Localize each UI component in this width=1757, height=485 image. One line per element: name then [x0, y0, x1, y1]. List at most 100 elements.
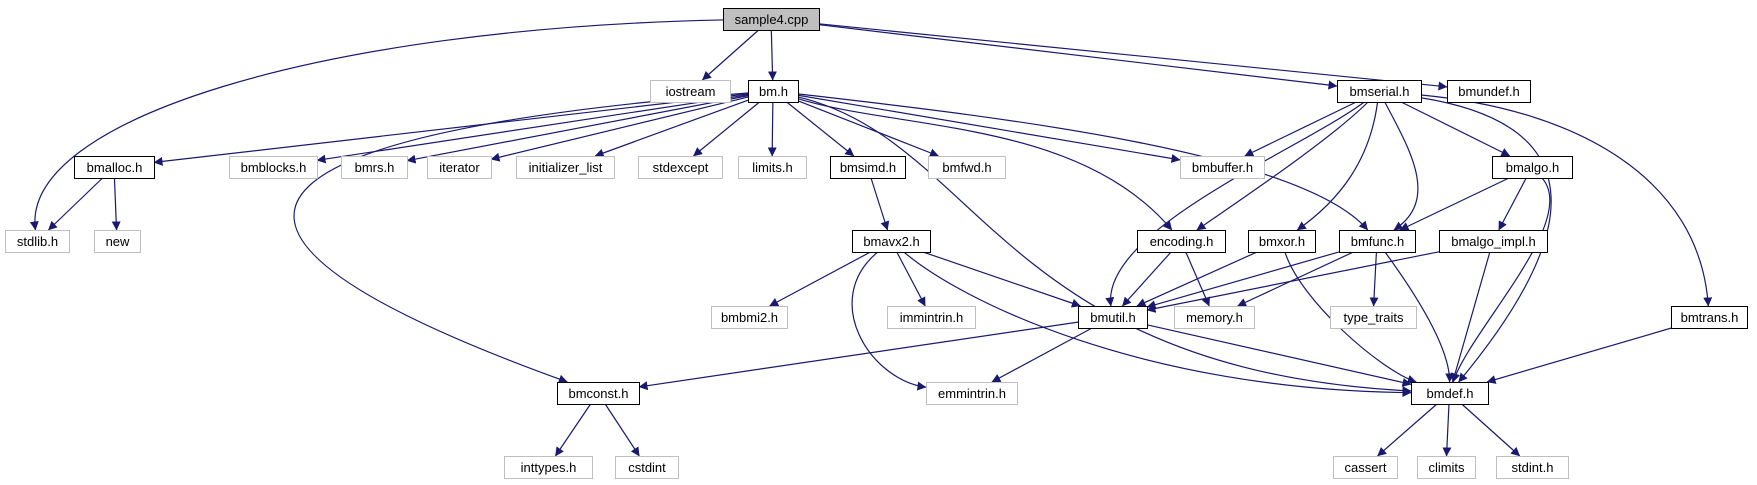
edge-bmserial-h-to-bmutil-h — [1105, 101, 1365, 307]
node-label: bmblocks.h — [241, 160, 307, 175]
node-encoding-h[interactable]: encoding.h — [1137, 230, 1226, 253]
edge-bmdef-h-to-stdint-h — [1461, 403, 1521, 457]
edge-bmalgo-h-to-bmalgo-impl-h — [1498, 177, 1527, 231]
node-bmconst-h[interactable]: bmconst.h — [557, 382, 640, 405]
edge-bmalgo-h-to-bmfunc-h — [1399, 177, 1510, 231]
node-box — [1333, 456, 1398, 479]
node-sample4-cpp[interactable]: sample4.cpp — [723, 8, 820, 31]
node-box — [926, 382, 1018, 405]
node-box — [94, 230, 141, 253]
node-bmtrans-h[interactable]: bmtrans.h — [1671, 306, 1748, 329]
node-label: memory.h — [1186, 310, 1243, 325]
node-bmxor-h[interactable]: bmxor.h — [1248, 230, 1316, 253]
node-label: bmutil.h — [1090, 310, 1136, 325]
node-cstdint: cstdint — [615, 456, 679, 479]
node-label: cstdint — [628, 460, 666, 475]
edge-bmserial-h-to-bmalgo-h — [1400, 101, 1511, 157]
edge-bmconst-h-to-inttypes-h — [554, 403, 592, 457]
node-bmavx2-h[interactable]: bmavx2.h — [852, 230, 931, 253]
node-box — [1339, 230, 1416, 253]
node-bmserial-h[interactable]: bmserial.h — [1337, 80, 1422, 103]
node-bmalloc-h[interactable]: bmalloc.h — [74, 156, 155, 179]
node-box — [852, 230, 931, 253]
node-label: cassert — [1345, 460, 1387, 475]
node-box — [1417, 456, 1476, 479]
edge-bmutil-h-to-bmdef-h — [1146, 324, 1412, 387]
node-box — [427, 156, 492, 179]
node-label: stdlib.h — [17, 234, 58, 249]
node-box — [229, 156, 318, 179]
edge-bmutil-h-to-emmintrin-h — [991, 327, 1093, 383]
edge-bm-h-to-iterator — [490, 96, 749, 162]
node-bmalgo-h[interactable]: bmalgo.h — [1492, 156, 1573, 179]
node-box — [1496, 456, 1569, 479]
node-label: bmundef.h — [1458, 84, 1519, 99]
node-box — [1078, 306, 1148, 329]
node-box — [341, 156, 408, 179]
node-label: bmdef.h — [1427, 386, 1474, 401]
node-bmfunc-h[interactable]: bmfunc.h — [1339, 230, 1416, 253]
edge-sample4-cpp-to-bm-h — [767, 29, 777, 81]
node-label: bmalloc.h — [87, 160, 143, 175]
edge-bmalgo-h-to-bmdef-h — [1451, 177, 1551, 383]
node-box — [516, 156, 615, 179]
node-bmdef-h[interactable]: bmdef.h — [1411, 382, 1489, 405]
edge-bm-h-to-stdexcept — [693, 101, 760, 157]
node-box — [1174, 306, 1255, 329]
node-label: bmalgo_impl.h — [1451, 234, 1536, 249]
edge-bm-h-to-bmfwd-h — [797, 100, 939, 158]
node-label: bmxor.h — [1259, 234, 1305, 249]
node-box — [1671, 306, 1748, 329]
edge-sample4-cpp-to-stdlib-h — [29, 19, 724, 231]
edge-bmserial-h-to-bmtrans-h — [1420, 94, 1713, 307]
edge-bmavx2-h-to-bmbmi2-h — [769, 251, 871, 307]
node-climits: climits — [1417, 456, 1476, 479]
node-label: bmbmi2.h — [721, 310, 778, 325]
edge-bmfunc-h-to-type-traits — [1369, 251, 1379, 307]
node-label: emmintrin.h — [938, 386, 1006, 401]
node-bmutil-h[interactable]: bmutil.h — [1078, 306, 1148, 329]
node-label: bmsimd.h — [840, 160, 896, 175]
edge-bm-h-to-encoding-h — [797, 98, 1173, 231]
node-label: iostream — [666, 84, 716, 99]
node-box — [748, 80, 799, 103]
edge-bmfunc-h-to-memory-h — [1237, 251, 1354, 307]
node-memory-h: memory.h — [1174, 306, 1255, 329]
edge-bm-h-to-bmalloc-h — [153, 93, 749, 166]
node-bm-h[interactable]: bm.h — [748, 80, 799, 103]
edge-bmserial-h-to-bmdef-h — [1420, 97, 1552, 383]
edge-bmavx2-h-to-bmutil-h — [922, 251, 1081, 308]
node-bmsimd-h[interactable]: bmsimd.h — [830, 156, 906, 179]
node-bmalgo-impl-h[interactable]: bmalgo_impl.h — [1439, 230, 1548, 253]
node-bmbuffer-h: bmbuffer.h — [1180, 156, 1265, 179]
edge-sample4-cpp-to-bmundef-h — [818, 23, 1448, 91]
edge-bm-h-to-bmsimd-h — [786, 101, 855, 157]
edge-bmtrans-h-to-bmdef-h — [1486, 327, 1672, 384]
edge-bm-h-to-bmrs-h — [406, 95, 749, 164]
node-iostream: iostream — [650, 80, 731, 103]
node-label: inttypes.h — [521, 460, 577, 475]
node-bmfwd-h: bmfwd.h — [928, 156, 1006, 179]
edge-bm-h-to-bmblocks-h — [316, 94, 749, 164]
node-box — [1337, 80, 1422, 103]
node-limits-h: limits.h — [738, 156, 807, 179]
edge-bmserial-h-to-bmbuffer-h — [1244, 101, 1357, 157]
node-box — [928, 156, 1006, 179]
edge-bmsimd-h-to-bmavx2-h — [870, 177, 890, 231]
node-immintrin-h: immintrin.h — [887, 306, 976, 329]
node-stdexcept: stdexcept — [638, 156, 723, 179]
node-box — [5, 230, 70, 253]
edge-bmutil-h-to-bmconst-h — [638, 321, 1079, 391]
node-bmblocks-h: bmblocks.h — [229, 156, 318, 179]
node-label: immintrin.h — [900, 310, 964, 325]
edge-bmxor-h-to-bmutil-h — [1136, 251, 1258, 307]
node-box — [711, 306, 788, 329]
node-box — [1330, 306, 1417, 329]
node-bmundef-h[interactable]: bmundef.h — [1447, 80, 1531, 103]
node-box — [650, 80, 731, 103]
edge-bm-h-to-bmdef-h — [797, 96, 1412, 396]
node-label: bmconst.h — [569, 386, 629, 401]
edge-encoding-h-to-bmutil-h — [1121, 251, 1172, 307]
edge-bmserial-h-to-encoding-h — [1196, 101, 1369, 231]
edge-bmavx2-h-to-bmdef-h — [903, 251, 1412, 398]
